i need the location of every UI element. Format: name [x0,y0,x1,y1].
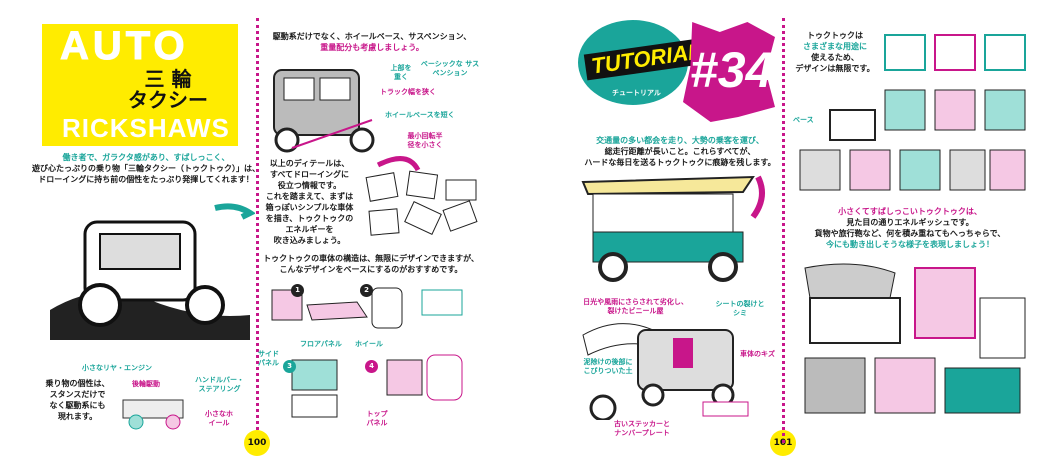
label-side-panel: サイド パネル [258,350,279,367]
label-engine: 小さなリヤ・エンジン [82,364,152,372]
note-line: 小さくてすばしっこいトゥクトゥクは、 [838,207,982,216]
label-mud: 泥除けの後部にこびりついた土 [583,358,633,376]
label-track: トラック幅を狭く [380,88,436,96]
worn-tuktuk-illustration [582,323,749,420]
tuktuk-jumping-illustration [50,203,255,340]
title-jp: 三 輪タクシー [118,69,218,111]
tutorial-number: #34 [690,42,774,98]
label-scratch: 車体のキズ [740,350,775,359]
note-line: 箱っぽいシンプルな車体 [265,203,354,212]
tuktuk-side-illustration [273,69,375,153]
box-sketches-illustration [365,156,478,236]
note-line: 駆動系だけでなく、ホイールベース、サスペンション、 [272,32,472,41]
note-line: 役立つ情報です。 [277,181,342,190]
column-divider [256,18,259,443]
loaded-tuktuks-illustration [804,263,1026,414]
label-base: ベース [793,116,814,124]
label-wheel: ホイール [355,340,383,349]
note-line: 吹き込みましょう。 [273,236,346,245]
note-line: トゥクトゥクの車体の構造は、無限にデザインできますが、 [263,254,479,263]
note-line: 以上のディテールは、 [269,159,350,168]
note-line: 現れます。 [57,412,98,421]
left-intro: 働き者で、ガラクタ感があり、すばしっこく、 遊び心たっぷりの乗り物「三輪タクシー… [32,152,260,185]
note-line: デザインは無限です。 [795,64,875,73]
label-turning: 最小回転半径を小さく [407,132,443,149]
drivetrain-note: 駆動系だけでなく、ホイールベース、サスペンション、 重量配分も考慮しましょう。 [262,31,482,53]
small-truck-illustration [122,399,184,430]
variety-note: トゥクトゥクは さまざまな用途に 使えるため、 デザインは無限です。 [790,30,880,74]
note-line: 貨物や旅行鞄など、何を積み重ねてもへっちゃらで、 [814,229,1006,238]
tuktuk-teal-illustration [581,175,765,282]
panel-number-2: 2 [360,284,373,297]
label-wheelbase: ホイールベースを短く [385,111,455,119]
structure-note: トゥクトゥクの車体の構造は、無限にデザインできますが、 こんなデザインをベースに… [260,253,482,275]
note-line: すべてドローイングに [269,170,350,179]
title-auto: AUTO [60,24,189,68]
body-panels-diagram [271,287,463,418]
label-small-wheel: 小さなホイール [205,410,233,427]
label-heavy-top: 上部を重く [390,64,412,81]
intro-line: 働き者で、ガラクタ感があり、すばしっこく、 [62,153,230,162]
note-line: 乗り物の個性は、 [45,379,110,388]
note-line: トゥクトゥクは [807,31,863,40]
panel-number-1: 1 [291,284,304,297]
detail-note: 以上のディテールは、 すべてドローイングに 役立つ情報です。 これを踏まえて、ま… [262,158,357,246]
intro-line: 遊び心たっぷりの乗り物「三輪タクシー（トゥクトゥク）」は、 [32,164,260,173]
note-line: 使えるため、 [811,53,859,62]
label-top-panel: トップ パネル [362,410,392,428]
stance-note: 乗り物の個性は、 スタンスだけで なく駆動系にも 現れます。 [40,378,115,422]
number-burst [683,22,775,122]
energy-note: 小さくてすばしっこいトゥクトゥクは、 見た目の通りエネルギッシュです。 貨物や旅… [790,206,1030,250]
note-line: を描き、トゥクトゥクの [265,214,354,223]
note-line: なく駆動系にも [49,401,106,410]
label-floor-panel: フロアパネル [300,340,342,349]
panel-number-3: 3 [283,360,296,373]
panel-number-4: 4 [365,360,378,373]
label-sticker: 古いステッカーとナンバープレート [614,420,670,437]
label-vinyl: 日光や風雨にさらされて劣化し、裂けたビニール屋 [583,298,688,316]
label-handlebar: ハンドルバー・ステアリング [195,376,244,393]
note-line: 重量配分も考慮しましょう。 [320,43,424,52]
page-number: 100 [244,430,270,456]
label-rwd: 後輪駆動 [132,380,160,388]
note-line: 今にも動き出しそうな様子を表現しましょう！ [826,240,994,249]
intro-line: ドローイングに持ち前の個性をたっぷり発揮してくれます！ [38,175,254,184]
column-divider [782,18,785,443]
tutorial-jp: チュートリアル [612,89,661,97]
title-rickshaws: RICKSHAWS [62,113,230,143]
note-line: こんなデザインをベースにするのがおすすめです。 [279,265,463,274]
right-intro: 交通量の多い都会を走り、大勢の乗客を運び、 総走行距離が長いこと。これらすべてが… [575,135,785,168]
intro-line: 総走行距離が長いこと。これらすべてが、 [604,147,756,156]
tuktuk-variations-grid [799,34,1026,191]
note-line: 見た目の通りエネルギッシュです。 [846,218,974,227]
intro-line: 交通量の多い都会を走り、大勢の乗客を運び、 [596,136,764,145]
label-suspension: ベーシックな サスペンション [420,60,480,77]
note-line: これを踏まえて、まずは [265,192,354,201]
note-line: エネルギーを [285,225,334,234]
note-line: さまざまな用途に [803,42,867,51]
title-jp-line: 三 輪 [144,67,192,91]
title-banner [42,24,238,146]
title-jp-line: タクシー [128,88,208,112]
note-line: スタンスだけで [49,390,106,399]
intro-line: ハードな毎日を送るトゥクトゥクに痕跡を残します。 [584,158,776,167]
label-seat: シートの裂けとシミ [715,300,765,318]
